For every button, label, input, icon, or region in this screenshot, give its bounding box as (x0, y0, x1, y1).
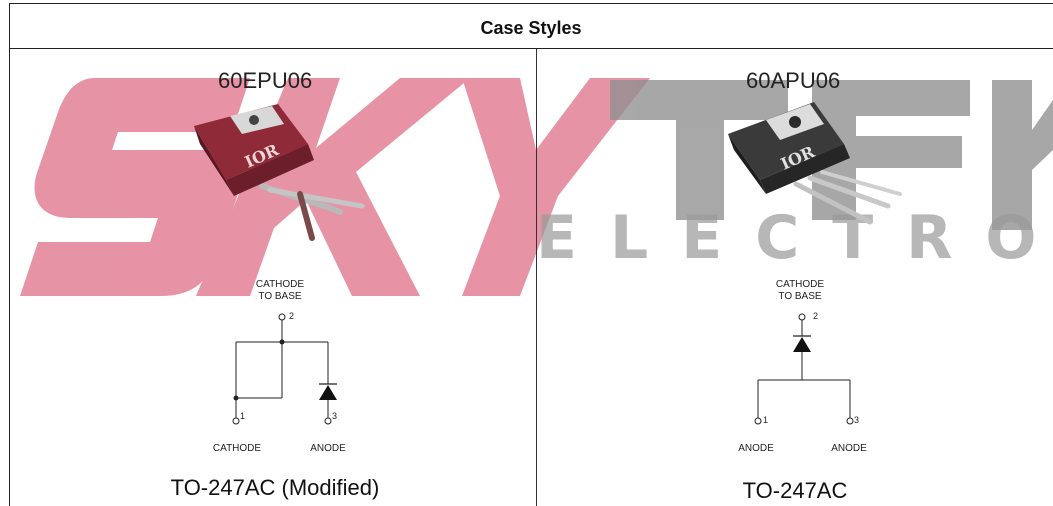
right-pin-3: 3 (854, 415, 860, 425)
right-package-photo: IOR (728, 102, 902, 225)
right-top-label: CATHODE TO BASE (765, 279, 835, 303)
right-pin-1: 1 (763, 415, 769, 425)
right-package-name: TO-247AC (742, 478, 848, 503)
left-top-label-line2: TO BASE (258, 291, 302, 302)
right-top-label-line1: CATHODE (775, 279, 825, 290)
left-pin3-label: ANODE (310, 443, 346, 454)
left-package-photo: IOR (194, 104, 365, 241)
electronic-watermark: ELECTRONIC (536, 208, 1053, 268)
right-part-number: 60APU06 (746, 68, 841, 93)
right-pin1-label: ANODE (738, 443, 774, 454)
left-diode-symbol (319, 385, 337, 400)
left-pin-3: 3 (332, 411, 338, 421)
column-divider (536, 49, 537, 506)
table-header: Case Styles (9, 3, 1053, 49)
left-top-label: CATHODE TO BASE (245, 279, 315, 303)
table-frame (9, 3, 1053, 506)
right-schematic (754, 313, 854, 425)
electronic-watermark-text: ELECTRONIC (536, 208, 1053, 268)
left-pin-2: 2 (289, 311, 295, 321)
right-top-label-line2: TO BASE (778, 291, 822, 302)
page-title: Case Styles (480, 18, 582, 38)
right-pin3-label: ANODE (831, 443, 867, 454)
left-top-label-line1: CATHODE (255, 279, 305, 290)
left-part-number: 60EPU06 (218, 68, 313, 93)
right-pin-2: 2 (813, 311, 819, 321)
left-pin1-label: CATHODE (212, 443, 262, 454)
left-pin-1: 1 (240, 411, 246, 421)
left-schematic (232, 313, 337, 425)
left-package-name: TO-247AC (Modified) (170, 475, 380, 500)
right-diode-symbol (793, 337, 811, 352)
